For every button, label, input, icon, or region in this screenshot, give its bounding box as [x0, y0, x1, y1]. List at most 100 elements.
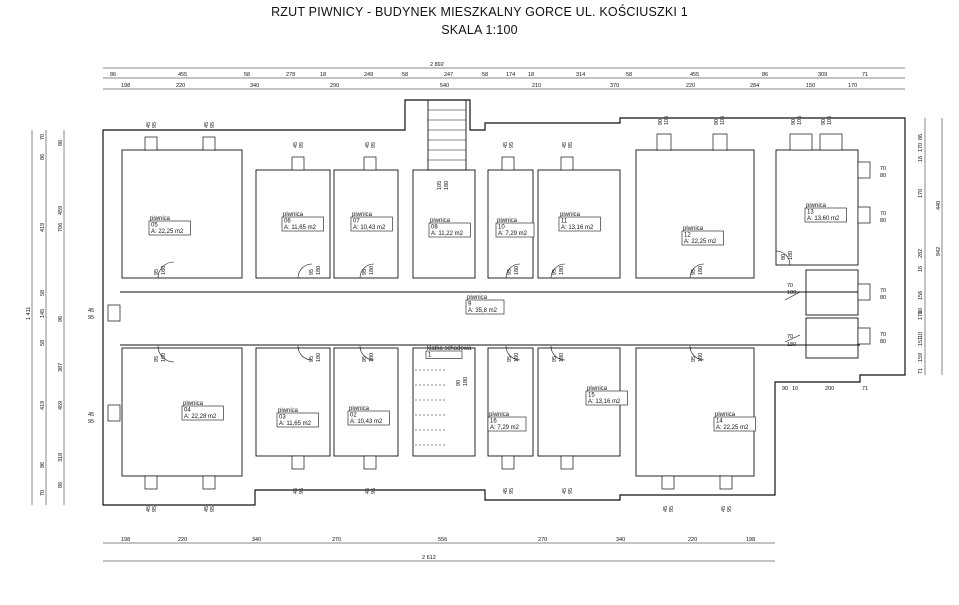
- dim-door-width: 95: [154, 356, 160, 362]
- room-name: piwnica: [349, 406, 370, 412]
- room-label-frame: [425, 350, 463, 359]
- dim-window-height: 105: [797, 116, 803, 125]
- dim-top-row1: 58: [626, 72, 632, 78]
- dim-window-width: 70: [880, 166, 886, 172]
- dim-door-width: 95: [362, 269, 368, 275]
- room-area: A: 22,25 m2: [716, 425, 749, 431]
- dim-door-height: 180: [698, 353, 704, 362]
- dim-left-col1: 70: [40, 134, 46, 140]
- dim-right-col1: 86: [918, 134, 924, 140]
- dim-bottom-row1: 340: [252, 537, 261, 543]
- room-stair: [412, 347, 476, 457]
- drawing-title: RZUT PIWNICY - BUDYNEK MIESZKALNY GORCE …: [0, 4, 959, 38]
- room-name: piwnica: [683, 226, 704, 232]
- dim-bottom-row1: 220: [178, 537, 187, 543]
- dim-window-width: 45: [562, 142, 568, 148]
- dim-door-height: 180: [559, 353, 565, 362]
- dim-door-width: 95: [309, 269, 315, 275]
- drawing-scale: SKALA 1:100: [441, 23, 518, 37]
- dim-left-col2: 86: [58, 140, 64, 146]
- dim-right-col1: 156: [918, 291, 924, 300]
- room-area: A: 11,65 m2: [284, 225, 317, 231]
- dim-top-row2: 150: [806, 83, 815, 89]
- room-area: A: 13,60 m2: [807, 216, 840, 222]
- room-12: [635, 149, 755, 279]
- dim-right-col1: 170: [918, 143, 924, 152]
- dim-right-col1: 10: [918, 308, 924, 314]
- dim-door-width: 95: [362, 356, 368, 362]
- dim-window-height: 80: [880, 173, 886, 179]
- dim-window-height: 95: [152, 506, 158, 512]
- dim-window-width: 90: [791, 119, 797, 125]
- dim-left-col1: 145: [40, 309, 46, 318]
- window-niches: [107, 133, 871, 490]
- room-name: piwnica: [352, 212, 373, 218]
- dim-right-col1: 170: [918, 189, 924, 198]
- dim-door-width: 95: [691, 356, 697, 362]
- dim-door-width: 95: [309, 356, 315, 362]
- dimension-lines: [31, 67, 943, 562]
- dim-east-door3-width: 80: [781, 254, 787, 260]
- dim-left-col1: 58: [40, 290, 46, 296]
- dim-top-row1: 71: [862, 72, 868, 78]
- dim-door-height: 180: [161, 353, 167, 362]
- room-name: piwnica: [150, 216, 171, 222]
- room-label-frame: [585, 390, 628, 406]
- dim-bottom-row1: 270: [332, 537, 341, 543]
- door-swings: [157, 250, 801, 363]
- dim-window-width: 90: [714, 119, 720, 125]
- room-number: 16: [490, 419, 497, 425]
- dim-top-row2: 370: [610, 83, 619, 89]
- room-number: 13: [807, 210, 814, 216]
- room-number: 05: [151, 223, 158, 229]
- dim-right-col2: 440: [936, 201, 942, 210]
- room-number: 02: [350, 413, 357, 419]
- dim-window-height: 95: [568, 488, 574, 494]
- dim-bottom-row1: 270: [538, 537, 547, 543]
- dim-left-col2: 459: [58, 401, 64, 410]
- room-03: [255, 347, 331, 457]
- room-name: piwnica: [278, 408, 299, 414]
- dim-right-col1: 71: [918, 368, 924, 374]
- dim-top-row1: 174: [506, 72, 515, 78]
- dim-top-row2: 220: [686, 83, 695, 89]
- room-label-frame: [804, 207, 847, 223]
- dim-top-row1: 249: [364, 72, 373, 78]
- room-16: [487, 347, 534, 457]
- dim-stair-door-height: 180: [444, 181, 450, 190]
- room-14: [635, 347, 755, 477]
- room-label-frame: [558, 216, 601, 232]
- room-number: 03: [279, 415, 286, 421]
- dim-top-row1: 18: [320, 72, 326, 78]
- room-label-frame: [487, 416, 527, 432]
- dim-right-col1: 16: [918, 156, 924, 162]
- dim-window-width: 45: [503, 488, 509, 494]
- dim-door-height: 180: [559, 266, 565, 275]
- dim-left-col2: 459: [58, 206, 64, 215]
- room-name: piwnica: [283, 212, 304, 218]
- dim-door-width: 95: [507, 269, 513, 275]
- dim-top-row1: 58: [402, 72, 408, 78]
- room-name: piwnica: [183, 401, 204, 407]
- dim-east-door-height: 180: [787, 290, 796, 296]
- dim-window-height: 95: [152, 122, 158, 128]
- room-area: A: 22,25 m2: [151, 229, 184, 235]
- dim-east-door2-width: 70: [787, 334, 793, 340]
- dim-door-height: 180: [161, 266, 167, 275]
- dim-bottom-row1: 340: [616, 537, 625, 543]
- dim-top-row2: 540: [440, 83, 449, 89]
- dim-window-height: 105: [827, 116, 833, 125]
- dim-door-width: 95: [154, 269, 160, 275]
- dim-left-col2: 318: [58, 453, 64, 462]
- room-name: piwnica: [497, 218, 518, 224]
- dim-door-width: 95: [507, 356, 513, 362]
- dim-window-width: 45: [365, 488, 371, 494]
- dim-window-height: 80: [880, 339, 886, 345]
- dim-window-width: 45: [146, 506, 152, 512]
- dim-window-width: 45: [146, 122, 152, 128]
